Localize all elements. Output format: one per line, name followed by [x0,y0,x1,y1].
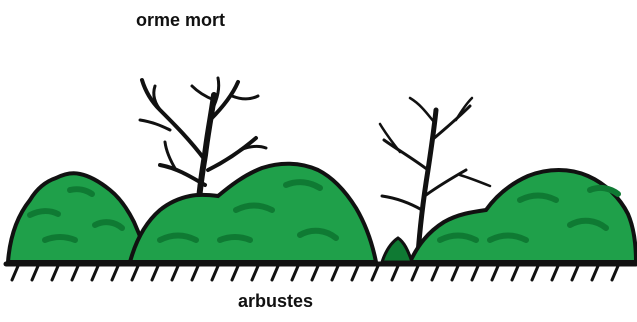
shrub-left [8,173,150,262]
small-tuft [382,238,412,262]
shrub-center [130,164,376,262]
ground-line [6,264,636,280]
shrubs-label: arbustes [238,291,313,312]
